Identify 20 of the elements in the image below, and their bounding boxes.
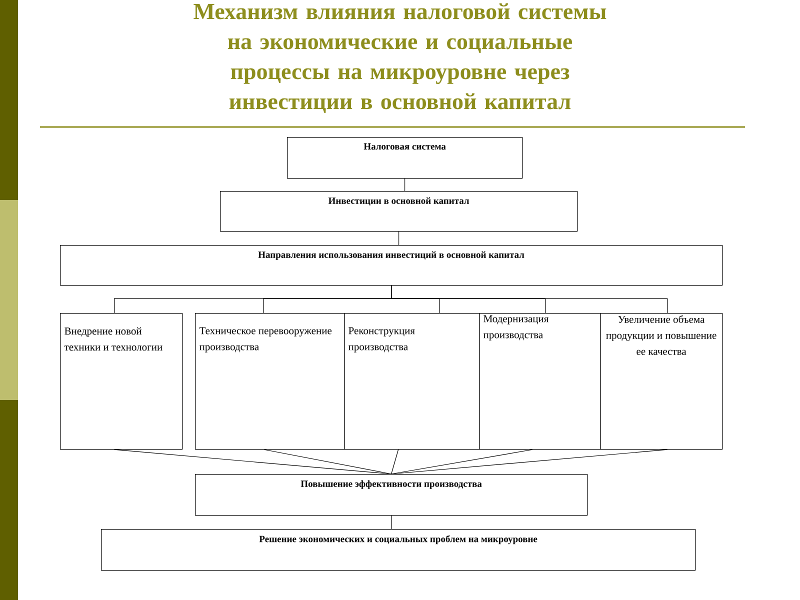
connector-line: [404, 178, 406, 192]
connector-line: [391, 449, 533, 474]
connector-line: [391, 285, 668, 314]
title: Механизм влияния налоговой системы на экономические и социальные процессы на микроуровне через инвестиции в основной капитал: [194, 3, 606, 114]
process-box: Повышение эффективности производства: [195, 474, 588, 516]
process-box: Направления использования инвестиций в основной капитал: [60, 245, 723, 286]
connector-line: [264, 449, 392, 474]
process-box: Налоговая система: [287, 137, 523, 179]
connector-line: [391, 515, 392, 530]
connector-line: [398, 231, 400, 246]
connector-line: [114, 449, 392, 474]
process-box: Увеличение объема продукции и повышение ее качества: [600, 313, 723, 450]
process-box: Техническое перевооружение производства: [195, 313, 345, 450]
process-box: Реконструкция производства: [344, 313, 480, 450]
connector-line: [391, 449, 668, 474]
process-box: Инвестиции в основной капитал: [220, 191, 578, 232]
connector-line: [391, 449, 399, 474]
process-box: Модернизация производства: [479, 313, 601, 450]
process-box: Решение экономических и социальных проблем на микроуровне: [101, 529, 696, 571]
process-box: Внедрение новой техники и технологии: [60, 313, 183, 450]
